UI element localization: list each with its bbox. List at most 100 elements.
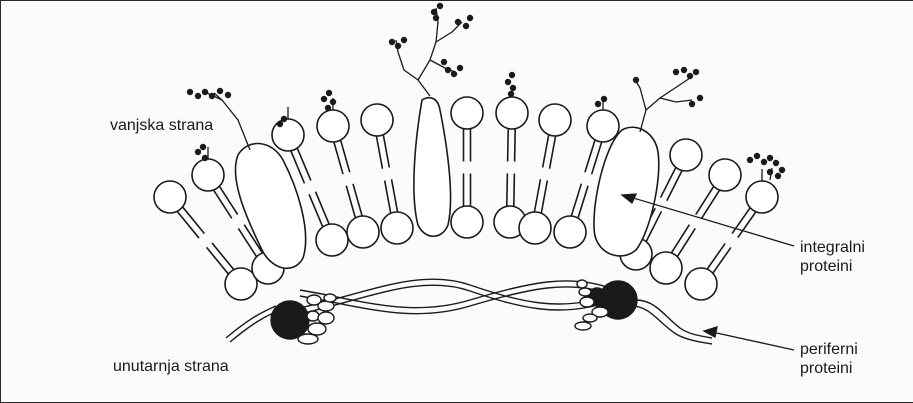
sugar-bead [775,173,781,179]
lipid-tail [696,187,714,215]
filament [632,306,712,344]
sugar-bead [779,167,785,173]
sugar-bead [681,67,687,73]
lipid-tail [507,173,508,206]
protein-subunit [308,323,326,335]
lipid-tail [376,136,382,168]
lipid-tail [334,142,343,174]
protein-subunit [324,294,336,302]
peripheral-protein-group [226,279,712,344]
protein-subunit [580,297,594,307]
sugar-bead [697,95,703,101]
peripheral-proteins-line-1: periferni [800,340,858,359]
inner-side-label: unutarnja strana [113,357,229,376]
lipid-head-outer [709,159,741,191]
lipid-tail [508,129,509,162]
lipid-head-outer [272,119,304,151]
lipid-tail [543,135,549,167]
lipid-tail [672,225,690,253]
sugar-bead [202,89,208,95]
lipid-tail [291,151,304,183]
peripheral-proteins-line-2: proteini [800,359,858,378]
integral-proteins-label: integralni proteini [800,238,865,276]
sugar-chain [640,78,690,132]
protein-subunit [583,314,597,322]
sugar-bead [441,59,447,65]
lipid-tail [678,228,696,256]
lipid-head-inner [519,212,551,244]
sugar-bead [433,15,439,21]
lipid-head-inner [650,252,682,284]
lipid-head-outer [670,139,702,171]
lipid-tail [383,135,389,167]
protein-subunit [298,334,318,344]
lipid-head-outer [317,110,349,142]
sugar-bead [195,93,201,99]
lipid-tail [514,174,515,207]
lipid-head-outer [587,110,619,142]
integral-protein [414,98,451,237]
filament [226,306,276,338]
lipid-tail [346,186,355,218]
sugar-bead [633,77,639,83]
sugar-bead [445,67,451,73]
peripheral-pointer-head [704,327,717,337]
lipid-tail [207,247,229,273]
lipid-tail [183,207,205,233]
sugar-bead [451,71,457,77]
peripheral-pointer-line [712,332,794,350]
lipid-tail [667,171,682,201]
sugar-bead [693,69,699,75]
sugar-bead [687,73,693,79]
lipid-head-inner [316,224,348,256]
protein-subunit [579,288,591,296]
sugar-bead [767,155,773,161]
sugar-bead [225,92,231,98]
lipid-tail [392,179,398,211]
sugar-bead [467,15,473,21]
sugar-bead [510,85,516,91]
sugar-bead [321,96,327,102]
lipid-tail [177,212,199,238]
lipid-tail [212,243,234,269]
lipid-tail [341,140,350,172]
lipid-tail [541,181,547,213]
lipid-tail [515,129,516,162]
integral-proteins-line-1: integralni [800,238,865,257]
lipid-head-inner [554,216,586,248]
sugar-bead [431,9,437,15]
sugar-bead [747,157,753,163]
lipid-head-outer [496,97,528,129]
lipid-tail [707,243,725,268]
lipid-tail [534,179,540,211]
sugar-bead [277,121,283,127]
protein-subunit [318,312,334,324]
protein-subunit [307,311,319,321]
sugar-bead [509,72,515,78]
lipid-tail [385,181,391,213]
sugar-bead [195,149,201,155]
peripheral-protein [271,301,309,339]
sugar-bead [767,169,773,175]
sugar-bead [330,99,336,105]
lipid-tail [550,136,556,168]
lipid-tail [316,192,329,224]
outer-side-label: vanjska strana [110,116,213,135]
lipid-head-inner [451,206,483,238]
lipid-head-outer [746,181,778,213]
sugar-bead [505,79,511,85]
sugar-bead [754,153,760,159]
peripheral-proteins-label: periferni proteini [800,340,858,378]
sugar-bead [395,43,401,49]
sugar-bead [673,69,679,75]
sugar-bead [508,91,514,97]
sugar-bead [187,89,193,95]
lipid-tail [309,194,322,226]
sugar-bead [437,3,443,9]
lipid-tail [214,190,232,218]
lipid-tail [661,168,676,198]
lipid-head-inner [685,268,717,300]
sugar-bead [455,19,461,25]
sugar-bead [200,144,206,150]
